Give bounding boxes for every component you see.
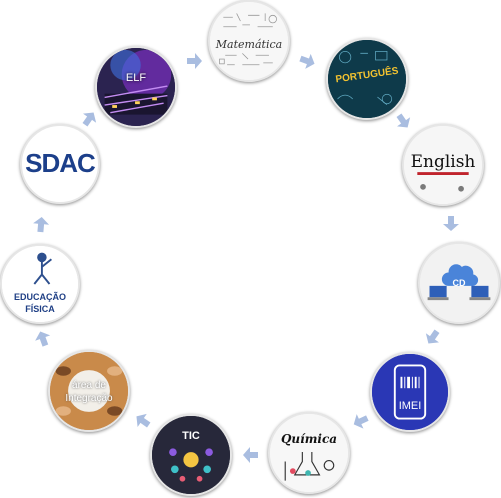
matematica-label: Matemática	[215, 38, 283, 51]
discus-thrower-icon	[2, 246, 78, 322]
english-node[interactable]: English	[402, 124, 484, 206]
cd-label: CD	[452, 278, 466, 288]
arrow-cd-to-imei-icon	[424, 328, 442, 346]
phone-barcode-icon	[372, 354, 448, 430]
arrow-integracao-to-educacao-fisica-icon	[34, 330, 52, 348]
arrow-elf-to-matematica-icon	[185, 52, 203, 70]
arrow-quimica-to-tic-icon	[242, 446, 260, 464]
quimica-node[interactable]: Química	[268, 412, 350, 494]
cd-node[interactable]: CD	[418, 242, 500, 324]
portugues-node[interactable]: PORTUGUÊS	[326, 38, 408, 120]
imei-label: IMEI	[398, 400, 422, 412]
arrow-educacao-fisica-to-sdac-icon	[32, 216, 50, 234]
educacao-fisica-label-line1: EDUCAÇÃO	[13, 292, 66, 302]
tic-node[interactable]: TIC	[150, 414, 232, 496]
integracao-node[interactable]: área de Integração	[48, 350, 130, 432]
sdac-label: SDAC	[25, 148, 96, 178]
matematica-node[interactable]: Matemática	[208, 0, 290, 82]
lab-equipment-icon	[270, 414, 348, 492]
integracao-label-line2: Integração	[65, 393, 113, 404]
tech-icons-icon	[152, 416, 230, 494]
elf-node[interactable]: ELF	[95, 46, 177, 128]
elf-label: ELF	[125, 72, 147, 84]
arrow-sdac-to-elf-icon	[80, 110, 98, 128]
arrow-english-to-cd-icon	[442, 214, 460, 232]
sdac-node[interactable]: SDAC	[20, 124, 100, 204]
doodles-icon	[328, 40, 406, 118]
imei-node[interactable]: IMEI	[370, 352, 450, 432]
math-formulas-icon	[210, 2, 288, 80]
integracao-label-line1: área de	[72, 380, 106, 391]
english-label: English	[410, 152, 476, 172]
joined-hands-icon	[50, 352, 128, 430]
arrow-imei-to-quimica-icon	[352, 412, 370, 430]
quimica-label: Química	[280, 432, 338, 446]
arrow-matematica-to-portugues-icon	[298, 52, 316, 70]
tic-label: TIC	[182, 430, 200, 442]
educacao-fisica-label-line2: FÍSICA	[25, 304, 55, 314]
circuit-board-icon	[97, 48, 175, 126]
arrow-portugues-to-english-icon	[394, 112, 412, 130]
flag-stripes-icon	[404, 126, 482, 204]
cloud-devices-icon	[420, 244, 498, 322]
educacao-fisica-node[interactable]: EDUCAÇÃO FÍSICA	[0, 244, 80, 324]
arrow-tic-to-integracao-icon	[134, 412, 152, 430]
